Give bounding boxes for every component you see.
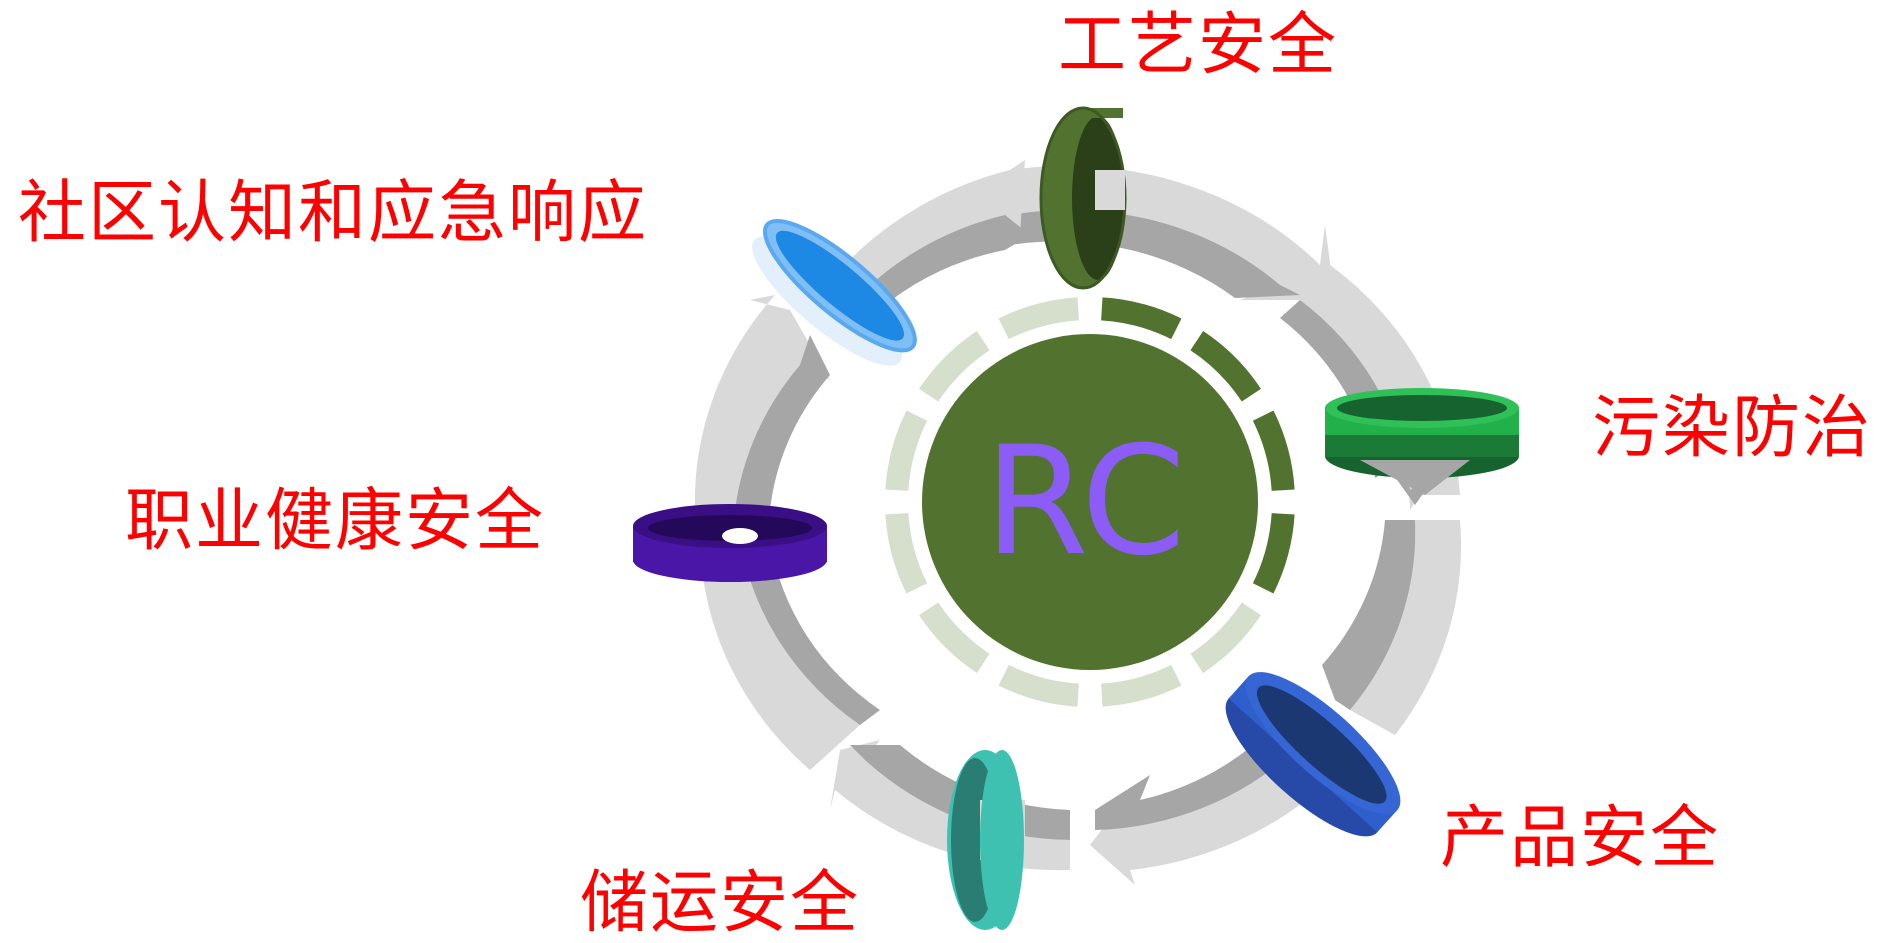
ring-segment: [1101, 297, 1182, 340]
ring-segment: [1252, 410, 1295, 491]
label-community-awareness: 社区认知和应急响应: [18, 174, 649, 253]
center-label: RC: [984, 415, 1186, 589]
center-circle: [922, 334, 1258, 670]
arrow-bottom-inner: [1095, 725, 1295, 830]
arrow-bottom: [1090, 750, 1330, 885]
ring-segment: [919, 602, 990, 673]
ring-segment: [885, 513, 928, 594]
ring-segment: [998, 664, 1079, 707]
label-occupational-health: 职业健康安全: [125, 482, 546, 561]
ring-bottom: [947, 750, 1025, 930]
arrow-left: [700, 540, 860, 770]
ring-upper-left: [752, 218, 917, 366]
label-process-safety: 工艺安全: [1058, 6, 1339, 85]
arrow-left-inner: [740, 540, 880, 725]
ring-segment: [1190, 331, 1261, 402]
ring-top: [1039, 106, 1127, 290]
arrow-bottom-right-inner: [1322, 520, 1416, 710]
label-pollution-prevention: 污染防治: [1592, 389, 1873, 468]
ring-segment: [919, 331, 990, 402]
arrow-top-left: [840, 160, 1025, 290]
ring-left: [633, 504, 827, 582]
ring-segment: [998, 297, 1079, 340]
label-storage-transport: 储运安全: [580, 864, 861, 943]
arrow-upper-left-inner: [735, 335, 830, 510]
arrow-top-left-inner: [865, 215, 1030, 305]
ring-bottom-right: [1225, 672, 1401, 837]
ring-segment: [1190, 602, 1261, 673]
arrow-bottom-right: [1350, 520, 1462, 735]
ring-segment: [885, 410, 928, 491]
ring-segment: [1252, 513, 1295, 594]
segment-ring: [885, 297, 1295, 707]
ring-segment: [1101, 664, 1182, 707]
arrow-upper-left: [694, 295, 830, 510]
ring-right: [1325, 388, 1519, 495]
center-node: RC: [922, 334, 1258, 670]
label-product-safety: 产品安全: [1440, 799, 1721, 878]
